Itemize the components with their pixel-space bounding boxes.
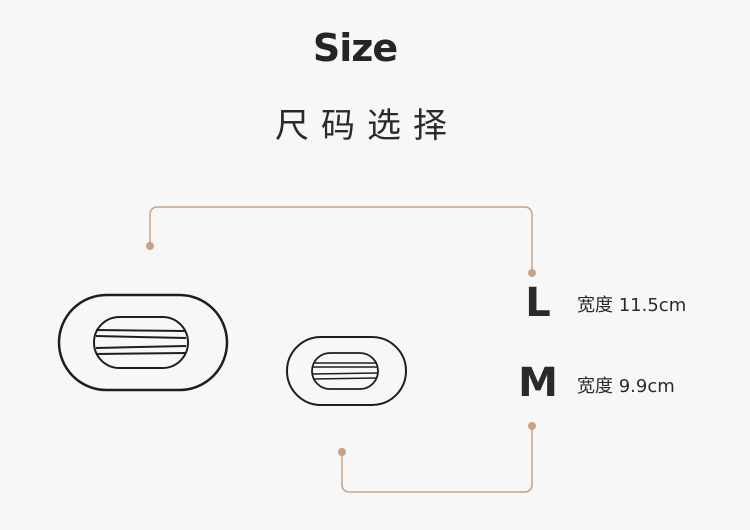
page-title: Size — [312, 26, 398, 70]
connector-dot — [146, 242, 154, 250]
size-letter-m: M — [518, 360, 558, 406]
connector-dot — [528, 422, 536, 430]
connector-dot — [338, 448, 346, 456]
size-letter-l: L — [525, 280, 551, 326]
connector-dot — [528, 269, 536, 277]
size-width-m: 宽度 9.9cm — [577, 376, 675, 397]
medium-product-icon — [286, 336, 407, 406]
connector-medium — [341, 426, 533, 493]
connector-large — [149, 206, 533, 273]
size-width-l: 宽度 11.5cm — [577, 295, 687, 316]
large-product-icon — [57, 293, 229, 392]
page-subtitle: 尺码选择 — [275, 106, 459, 146]
